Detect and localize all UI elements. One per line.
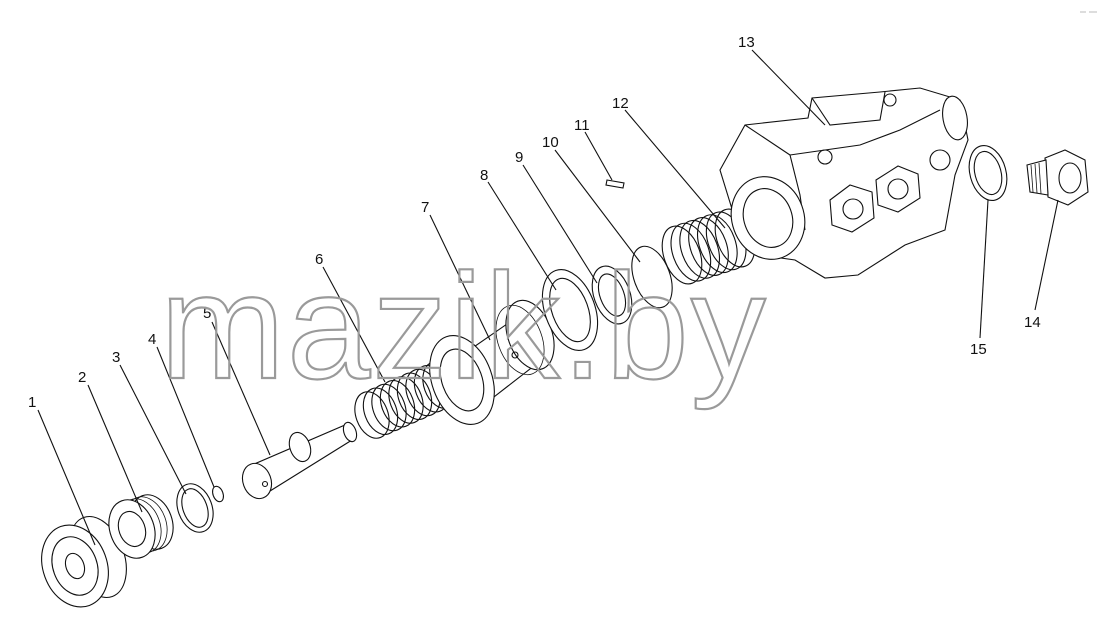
callout-14: 14	[1024, 314, 1041, 331]
spring-coil	[371, 383, 407, 432]
part-12-spring	[661, 208, 756, 285]
part-7-piston-sleeve	[429, 299, 555, 425]
part-6-spring	[354, 361, 458, 439]
spring-coil	[697, 214, 738, 274]
callout-9: 9	[515, 149, 523, 166]
spring-coil	[688, 217, 729, 276]
watermark-text: mazik.by	[160, 242, 768, 410]
spring-coil	[362, 387, 399, 436]
leader-lines	[37, 49, 1059, 546]
callout-2: 2	[78, 369, 86, 386]
part-14-union-fitting	[1026, 149, 1089, 206]
part-5-plunger	[241, 421, 358, 500]
part-10-disc	[631, 245, 673, 309]
callout-10: 10	[542, 134, 559, 151]
spring-coil	[396, 372, 433, 421]
callout-1: 1	[28, 394, 36, 411]
part-9-ring	[591, 265, 633, 325]
callout-labels: 1 2 3 4 5 6 7 8 9 10 11 12 13 14 15	[28, 34, 1041, 411]
callout-4: 4	[148, 331, 156, 348]
part-15-ring	[968, 145, 1008, 201]
callout-5: 5	[203, 305, 211, 322]
callout-15: 15	[970, 341, 987, 358]
part-3-o-ring	[176, 483, 214, 533]
spring-coil	[679, 219, 720, 279]
part-4-small-ring	[212, 485, 224, 503]
spring-coil	[379, 379, 416, 428]
callout-6: 6	[315, 251, 323, 268]
part-13-valve-body	[719, 87, 969, 279]
callout-7: 7	[421, 199, 429, 216]
callout-3: 3	[112, 349, 120, 366]
callout-12: 12	[612, 95, 629, 112]
callout-11: 11	[574, 117, 590, 134]
spring-coil	[670, 222, 712, 282]
part-11-pin	[605, 179, 625, 189]
callout-8: 8	[480, 167, 488, 184]
spring-coil	[388, 376, 424, 424]
callout-13: 13	[738, 34, 755, 51]
